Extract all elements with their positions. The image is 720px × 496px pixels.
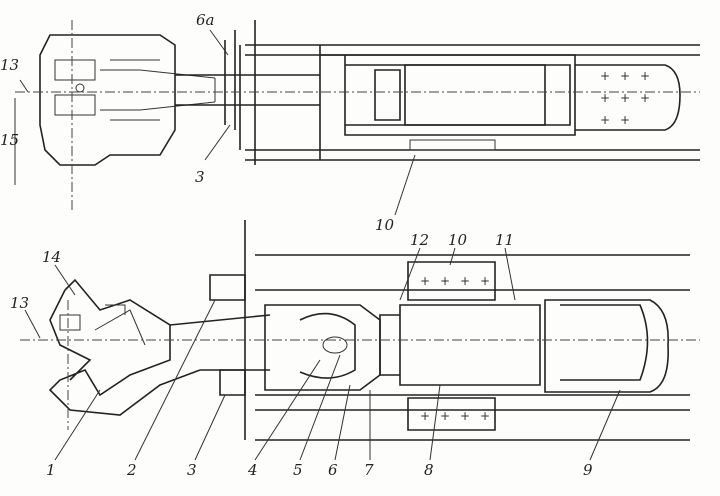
label-2: 2 [126,461,137,479]
label-12: 12 [410,231,429,249]
top-axis [15,20,700,210]
bottom-axis [20,300,700,430]
label-4: 4 [247,461,258,479]
label-10-bottom: 10 [448,231,468,249]
bottom-pin [322,336,348,354]
plus-mark: + [640,91,650,105]
top-pin [75,83,85,93]
bottom-plate-10-bottom [407,397,496,431]
plus-mark: + [620,69,630,83]
top-wall [245,44,700,161]
plus-mark: + [600,69,610,83]
label-5: 5 [293,461,303,479]
label-6a: 6а [196,11,215,29]
bottom-coupler-details [59,304,146,346]
label-11: 11 [495,231,514,249]
plus-mark: + [420,274,430,288]
plus-mark: + [620,91,630,105]
bottom-follower [544,299,669,393]
top-shank [175,74,320,106]
top-coupler-details [54,59,216,121]
bottom-yoke [264,304,381,391]
plus-mark: + [480,409,490,423]
label-3-top: 3 [195,168,205,186]
top-plate-10 [409,139,496,151]
top-coupler-head [39,34,176,166]
label-3-bottom: 3 [187,461,197,479]
label-7: 7 [364,461,374,479]
label-14: 14 [42,248,61,266]
bottom-draft-gear [379,304,541,386]
label-13-bottom: 13 [10,294,29,312]
bottom-plate-10-top [407,261,496,301]
plus-mark: + [620,113,630,127]
label-15: 15 [0,131,19,149]
label-10-top: 10 [375,216,395,234]
label-13-top: 13 [0,56,19,74]
plus-mark: + [440,409,450,423]
plus-mark: + [640,69,650,83]
plus-mark: + [440,274,450,288]
top-striker [224,20,256,165]
top-draft-gear [374,64,546,126]
plus-mark: + [420,409,430,423]
bottom-coupler-head [48,278,201,416]
bottom-leaders [24,247,621,461]
plus-mark: + [480,274,490,288]
top-follower [575,64,681,131]
bottom-shank [169,314,271,371]
top-view: + + + + + + + + 6а 13 15 3 10 [0,11,700,234]
plus-mark: + [600,91,610,105]
top-yoke [319,45,576,160]
plus-mark: + [600,113,610,127]
label-9: 9 [583,461,593,479]
bottom-wall [244,220,690,441]
label-8: 8 [424,461,434,479]
plus-mark: + [460,409,470,423]
label-1: 1 [46,461,56,479]
bottom-view: + + + + + + + + 14 13 12 10 11 1 2 3 4 5… [10,220,700,479]
plus-mark: + [460,274,470,288]
label-6: 6 [328,461,338,479]
bottom-striker [209,274,246,396]
top-leaders [14,29,416,216]
